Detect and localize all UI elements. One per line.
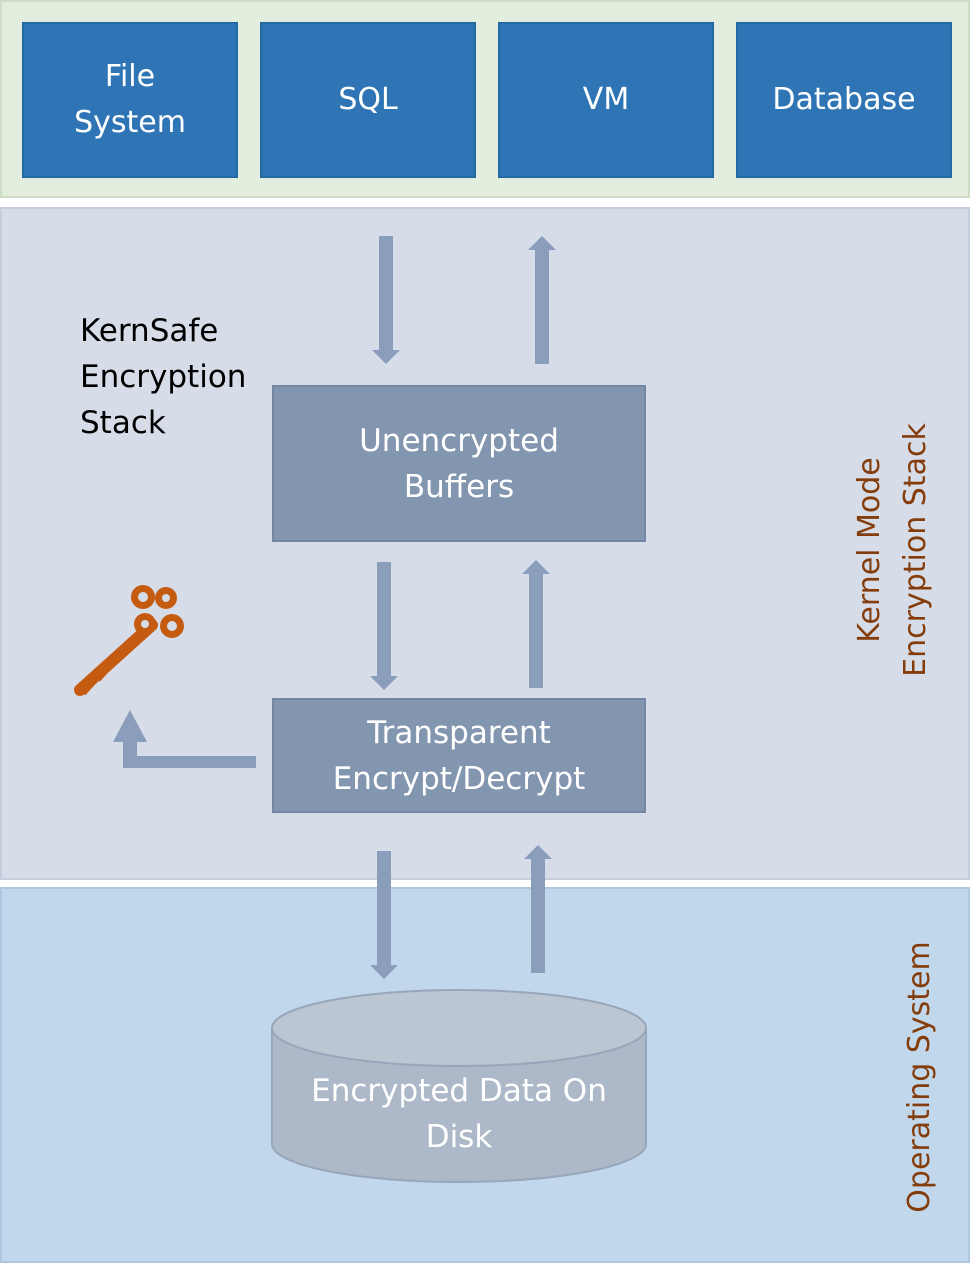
down-arrow-apps-to-buffers [372,236,400,364]
sql-label: SQL [338,82,398,117]
kernsafe-stack-label: KernSafe Encryption Stack [80,313,247,441]
elbow-arrow-to-key [113,710,256,768]
key-icon [74,585,184,696]
kernel-mode-encryption-stack-label: Kernel Mode Encryption Stack [852,423,933,677]
up-arrow-buffers-to-apps [528,236,556,364]
database-label: Database [772,82,916,117]
vm-label: VM [582,82,630,117]
unencrypted-buffers-box: Unencrypted Buffers [272,385,646,542]
down-arrow-crypto-to-disk [370,851,398,979]
transparent-encrypt-decrypt-label: Transparent Encrypt/Decrypt [332,714,586,797]
unencrypted-buffers-label: Unencrypted Buffers [359,422,559,505]
operating-system-label: Operating System [902,941,937,1213]
encrypted-data-on-disk-label: Encrypted Data On Disk [311,1073,607,1155]
file-system-label: File System [74,59,186,140]
up-arrow-disk-to-crypto [524,845,552,973]
database-box: Database [736,22,952,178]
transparent-encrypt-decrypt-box: Transparent Encrypt/Decrypt [272,698,646,813]
up-arrow-crypto-to-buffers [522,560,550,688]
down-arrow-buffers-to-crypto [370,562,398,690]
disk-cylinder-icon [271,989,647,1183]
sql-box: SQL [260,22,476,178]
vm-box: VM [498,22,714,178]
file-system-box: File System [22,22,238,178]
